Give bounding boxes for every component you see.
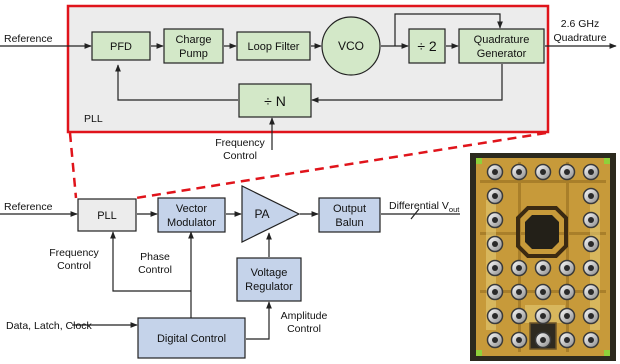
- bond-pad-center: [540, 169, 546, 175]
- bond-pad-center: [492, 241, 498, 247]
- loop-filter-label: Loop Filter: [248, 41, 300, 53]
- differential-vout-label: Differential Vout: [389, 200, 460, 214]
- pll-frequency-control-label-line1: Frequency: [215, 137, 265, 149]
- bond-pad-center: [492, 193, 498, 199]
- voltage-regulator-block: [236, 257, 302, 302]
- data-latch-clock-label: Data, Latch, Clock: [6, 320, 93, 332]
- bond-pad-center: [540, 265, 546, 271]
- output-balun-label-line1: Output: [333, 203, 366, 215]
- bond-pad-center: [564, 313, 570, 319]
- bond-pad-center: [516, 169, 522, 175]
- vco-block: [321, 16, 381, 76]
- bond-pad-center: [564, 337, 570, 343]
- pll-output-label-line1: 2.6 GHz: [561, 18, 600, 30]
- amplitude-control-label-line2: Control: [287, 323, 321, 335]
- differential-vout-main: Differential V: [389, 200, 449, 212]
- divide-by-2-block: [408, 28, 446, 64]
- bond-pad-center: [492, 337, 498, 343]
- digital-control-block: [137, 317, 246, 359]
- bond-pad-center: [588, 337, 594, 343]
- pll-block-label: PLL: [97, 210, 117, 222]
- pll-block: [77, 198, 137, 232]
- voltage-regulator-label-line1: Voltage: [251, 267, 288, 279]
- pll-box-label: PLL: [84, 113, 103, 125]
- bond-pad-center: [492, 265, 498, 271]
- charge-pump-label-line1: Charge: [175, 34, 211, 46]
- bond-pad-center: [516, 337, 522, 343]
- transmitter-wires: [0, 208, 460, 340]
- bond-pad-center: [540, 313, 546, 319]
- charge-pump-label-line2: Pump: [179, 48, 208, 60]
- bond-pad-center: [588, 289, 594, 295]
- bond-pad-center: [588, 217, 594, 223]
- quadrature-generator-block: [458, 28, 545, 64]
- bond-pad-center: [516, 289, 522, 295]
- bond-pad-array: [486, 163, 600, 349]
- loop-filter-block: [236, 31, 311, 61]
- bond-pad-center: [540, 337, 546, 343]
- vector-modulator-label-line2: Modulator: [167, 217, 216, 229]
- bond-pad-center: [564, 289, 570, 295]
- pfd-label: PFD: [110, 41, 132, 53]
- inductor-coil: [516, 206, 568, 258]
- quadrature-generator-label-line1: Quadrature: [474, 34, 530, 46]
- bond-pad-center: [564, 265, 570, 271]
- quadrature-generator-label-line2: Generator: [477, 48, 527, 60]
- bond-pad-center: [516, 265, 522, 271]
- divide-by-n-label: ÷ N: [264, 93, 286, 109]
- pfd-block: [91, 31, 151, 61]
- bond-pad-center: [492, 217, 498, 223]
- vector-modulator-label-line1: Vector: [176, 203, 208, 215]
- inductor-center: [525, 215, 559, 249]
- bond-pad-center: [588, 241, 594, 247]
- vco-label: VCO: [338, 39, 364, 53]
- bond-pad-center: [588, 193, 594, 199]
- digital-control-label: Digital Control: [157, 333, 226, 345]
- pa-label: PA: [254, 207, 269, 221]
- output-balun-label-line2: Balun: [335, 217, 363, 229]
- bond-pad-center: [588, 313, 594, 319]
- output-balun-block: [318, 197, 381, 233]
- voltage-regulator-label-line2: Regulator: [245, 281, 293, 293]
- bond-pad-center: [564, 169, 570, 175]
- pa-amplifier-symbol: [241, 185, 301, 243]
- pll-detail-wires: [0, 13, 617, 150]
- charge-pump-block: [163, 28, 224, 64]
- zoom-callout-lines: [68, 131, 547, 200]
- divide-by-2-label: ÷ 2: [417, 38, 437, 54]
- phase-control-label-line2: Control: [138, 264, 172, 276]
- chip-die-micrograph-icon: [470, 153, 616, 361]
- vector-modulator-block: [157, 197, 226, 233]
- bond-pad-center: [588, 169, 594, 175]
- pll-reference-label: Reference: [4, 33, 53, 45]
- phase-control-label-line1: Phase: [140, 251, 170, 263]
- differential-vout-subscript: out: [449, 205, 460, 214]
- pll-output-label-line2: Quadrature: [553, 32, 606, 44]
- bond-pad-center: [588, 265, 594, 271]
- bond-pad-center: [492, 289, 498, 295]
- bond-pad-center: [540, 289, 546, 295]
- bond-pad-center: [516, 313, 522, 319]
- reference-label: Reference: [4, 201, 53, 213]
- frequency-control-label-line1: Frequency: [49, 247, 99, 259]
- bond-pad-center: [492, 313, 498, 319]
- bond-pad-center: [492, 169, 498, 175]
- frequency-control-label-line2: Control: [57, 260, 91, 272]
- pll-frequency-control-label-line2: Control: [223, 150, 257, 162]
- divide-by-n-block: [238, 83, 312, 118]
- amplitude-control-label-line1: Amplitude: [281, 310, 328, 322]
